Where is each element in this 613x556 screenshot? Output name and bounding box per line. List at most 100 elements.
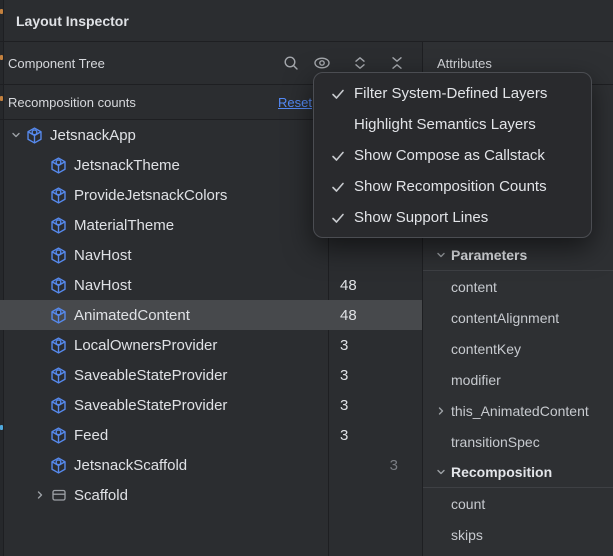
- compose-node-icon: [50, 426, 67, 444]
- section-chevron-icon[interactable]: [431, 245, 451, 265]
- attribute-row[interactable]: this_AnimatedContent: [423, 395, 613, 426]
- section-label: Recomposition: [451, 464, 553, 480]
- panel-divider: [422, 42, 423, 556]
- page-title-bar: Layout Inspector: [0, 0, 613, 42]
- gutter-artifact: [0, 9, 3, 14]
- menu-item[interactable]: Filter System-Defined Layers: [314, 78, 591, 109]
- menu-item-label: Show Compose as Callstack: [354, 147, 545, 164]
- compose-node-icon: [26, 126, 43, 144]
- checkmark-icon: [328, 210, 348, 226]
- recomposition-count: 48: [340, 276, 357, 294]
- attribute-label: count: [451, 495, 486, 512]
- collapse-all-icon[interactable]: [386, 53, 408, 73]
- attribute-row[interactable]: contentKey: [423, 333, 613, 364]
- gutter-artifact: [0, 55, 3, 60]
- tree-row[interactable]: NavHost: [0, 240, 422, 270]
- attribute-chevron-icon[interactable]: [431, 401, 451, 421]
- attributes-rows: Parameters content contentAlignment cont…: [423, 240, 613, 550]
- count-column-divider: [328, 120, 329, 556]
- menu-item[interactable]: Highlight Semantics Layers: [314, 109, 591, 140]
- menu-items: Filter System-Defined Layers Highlight S…: [314, 78, 591, 233]
- search-icon[interactable]: [280, 53, 302, 73]
- tree-row[interactable]: ProvideJetsnackColors: [0, 180, 422, 210]
- compose-node-icon: [50, 306, 67, 324]
- tree-row[interactable]: JetsnackApp: [0, 120, 422, 150]
- node-label: JetsnackApp: [50, 126, 136, 144]
- page-title: Layout Inspector: [16, 12, 129, 29]
- tree-row[interactable]: NavHost 48: [0, 270, 422, 300]
- compose-node-icon: [50, 366, 67, 384]
- menu-item[interactable]: Show Compose as Callstack: [314, 140, 591, 171]
- tree-row[interactable]: MaterialTheme: [0, 210, 422, 240]
- checkmark-icon: [328, 148, 348, 164]
- tree-row[interactable]: AnimatedContent 48: [0, 300, 422, 330]
- reset-link[interactable]: Reset: [278, 94, 312, 110]
- gutter-artifact: [0, 96, 3, 101]
- compose-node-icon: [50, 396, 67, 414]
- recomposition-count: 3: [340, 366, 349, 384]
- checkmark-icon: [328, 117, 348, 133]
- tree-row[interactable]: LocalOwnersProvider 3: [0, 330, 422, 360]
- attribute-label: contentKey: [451, 340, 522, 357]
- edge-strip: [0, 0, 4, 556]
- compose-node-icon: [50, 276, 67, 294]
- component-tree: JetsnackApp JetsnackTheme: [0, 120, 422, 556]
- menu-item-label: Show Support Lines: [354, 209, 489, 226]
- menu-item-label: Highlight Semantics Layers: [354, 116, 536, 133]
- recomposition-count: 3: [389, 456, 398, 474]
- node-chevron-icon[interactable]: [6, 125, 26, 145]
- node-label: MaterialTheme: [74, 216, 175, 234]
- menu-item-label: Show Recomposition Counts: [354, 178, 547, 195]
- checkmark-icon: [328, 86, 348, 102]
- component-tree-header: Component Tree: [0, 42, 422, 85]
- compose-node-icon: [50, 456, 67, 474]
- node-label: LocalOwnersProvider: [74, 336, 218, 354]
- node-label: NavHost: [74, 276, 132, 294]
- attributes-section-row[interactable]: Parameters: [423, 240, 613, 271]
- attributes-title: Attributes: [437, 55, 492, 71]
- node-chevron-icon[interactable]: [30, 485, 50, 505]
- checkmark-icon: [328, 179, 348, 195]
- tree-row[interactable]: SaveableStateProvider 3: [0, 360, 422, 390]
- node-label: SaveableStateProvider: [74, 366, 228, 384]
- compose-node-icon: [50, 216, 67, 234]
- compose-node-icon: [50, 246, 67, 264]
- attribute-label: modifier: [451, 371, 501, 388]
- tree-row[interactable]: Scaffold: [0, 480, 422, 510]
- tree-row[interactable]: JetsnackTheme: [0, 150, 422, 180]
- node-label: AnimatedContent: [74, 306, 190, 324]
- attribute-row[interactable]: transitionSpec: [423, 426, 613, 457]
- compose-node-icon: [50, 156, 67, 174]
- gutter-artifact: [0, 425, 3, 430]
- view-options-menu: Filter System-Defined Layers Highlight S…: [313, 72, 592, 238]
- recomposition-count: 3: [340, 336, 349, 354]
- attribute-row[interactable]: skips: [423, 519, 613, 550]
- tree-row[interactable]: Feed 3: [0, 420, 422, 450]
- attribute-label: contentAlignment: [451, 309, 560, 326]
- tree-row[interactable]: SaveableStateProvider 3: [0, 390, 422, 420]
- attributes-section-row[interactable]: Recomposition: [423, 457, 613, 488]
- menu-item[interactable]: Show Support Lines: [314, 202, 591, 233]
- node-label: ProvideJetsnackColors: [74, 186, 228, 204]
- tree-row[interactable]: JetsnackScaffold 3: [0, 450, 422, 480]
- compose-node-icon: [50, 186, 67, 204]
- menu-item[interactable]: Show Recomposition Counts: [314, 171, 591, 202]
- eye-icon[interactable]: [311, 53, 333, 73]
- attribute-label: content: [451, 278, 497, 295]
- expand-all-icon[interactable]: [349, 53, 371, 73]
- recomposition-counts-bar: Recomposition counts Reset: [0, 85, 422, 120]
- attribute-row[interactable]: count: [423, 488, 613, 519]
- attribute-label: skips: [451, 526, 483, 543]
- node-label: Feed: [74, 426, 109, 444]
- attribute-row[interactable]: content: [423, 271, 613, 302]
- recomposition-count: 3: [340, 396, 349, 414]
- menu-item-label: Filter System-Defined Layers: [354, 85, 548, 102]
- attribute-row[interactable]: modifier: [423, 364, 613, 395]
- recomposition-count: 3: [340, 426, 349, 444]
- node-label: NavHost: [74, 246, 132, 264]
- component-tree-title: Component Tree: [8, 55, 105, 71]
- node-label: Scaffold: [74, 486, 128, 504]
- section-chevron-icon[interactable]: [431, 462, 451, 482]
- attribute-row[interactable]: contentAlignment: [423, 302, 613, 333]
